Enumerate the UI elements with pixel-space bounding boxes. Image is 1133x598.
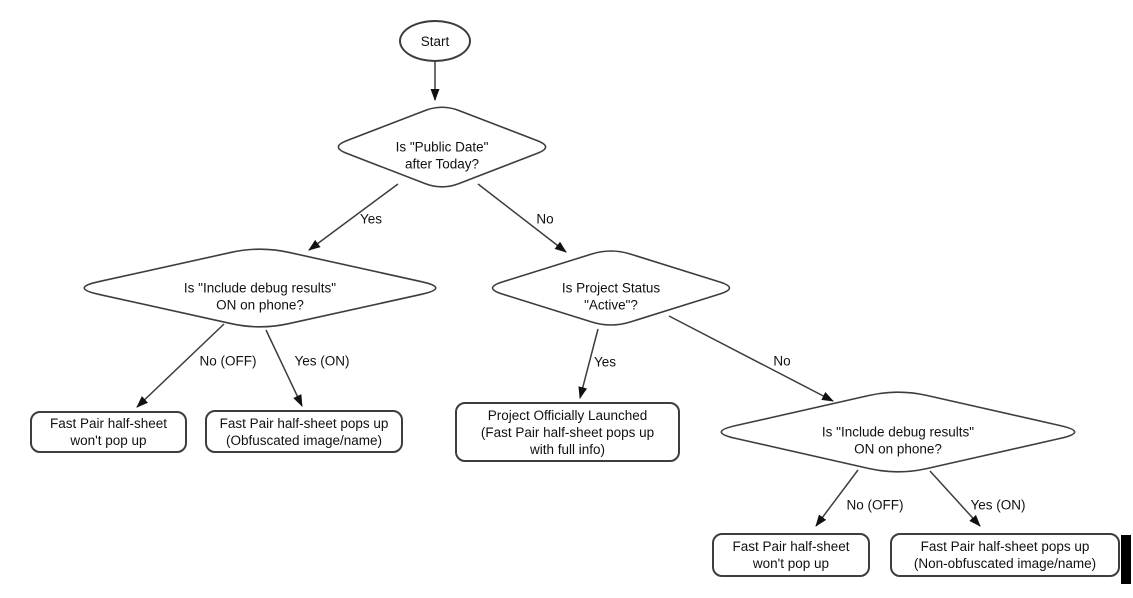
edge-debug-left-yes [265,329,303,407]
edge-debug-left-no [136,323,225,408]
result-launched-label: Project Officially Launched (Fast Pair h… [480,407,655,457]
edge-label-text: Yes (ON) [970,497,1026,513]
edge-project-status-yes [578,328,599,399]
edge-label-project-status-no: No [773,354,790,369]
edge-label-debug-right-yes: Yes (ON) [970,498,1025,513]
edge-debug-right-no [815,469,859,527]
start-node-label: Start [420,33,450,49]
result-popup-nonobfuscated: Fast Pair half-sheet pops up (Non-obfusc… [890,533,1120,577]
edge-label-debug-left-yes: Yes (ON) [294,354,349,369]
result-popup-nonobfuscated-label: Fast Pair half-sheet pops up (Non-obfusc… [913,539,1097,571]
result-no-popup-right-label: Fast Pair half-sheet won't pop up [732,539,850,571]
edge-debug-right-yes [929,470,981,527]
edge-label-text: Yes [593,354,617,370]
edge-public-date-no [477,183,567,253]
edge-label-text: No (OFF) [846,497,904,513]
decision-debug-right-shape [720,391,1076,473]
edge-label-text: No (OFF) [199,353,257,369]
edge-label-text: Yes (ON) [294,353,350,369]
result-no-popup-right: Fast Pair half-sheet won't pop up [712,533,870,577]
result-popup-obfuscated: Fast Pair half-sheet pops up (Obfuscated… [205,410,403,453]
edge-label-text: No [773,353,791,369]
edge-public-date-yes [308,183,399,251]
start-node: Start [399,20,471,62]
edge-label-public-date-no: No [536,212,553,227]
text-cursor-artifact [1121,535,1131,584]
result-launched: Project Officially Launched (Fast Pair h… [455,402,680,462]
edge-label-text: No [536,211,554,227]
edge-project-status-no [668,315,834,402]
result-popup-obfuscated-label: Fast Pair half-sheet pops up (Obfuscated… [219,415,389,448]
edge-label-project-status-yes: Yes [594,355,616,370]
edge-label-debug-left-no: No (OFF) [200,354,257,369]
edge-label-text: Yes [359,211,383,227]
decision-project-status-shape [491,250,731,326]
result-no-popup-left-label: Fast Pair half-sheet won't pop up [49,416,168,448]
edge-label-debug-right-no: No (OFF) [847,498,904,513]
edge-label-public-date-yes: Yes [360,212,382,227]
decision-debug-left-shape [83,248,437,328]
result-no-popup-left: Fast Pair half-sheet won't pop up [30,411,187,453]
decision-public-date-shape [337,106,547,188]
